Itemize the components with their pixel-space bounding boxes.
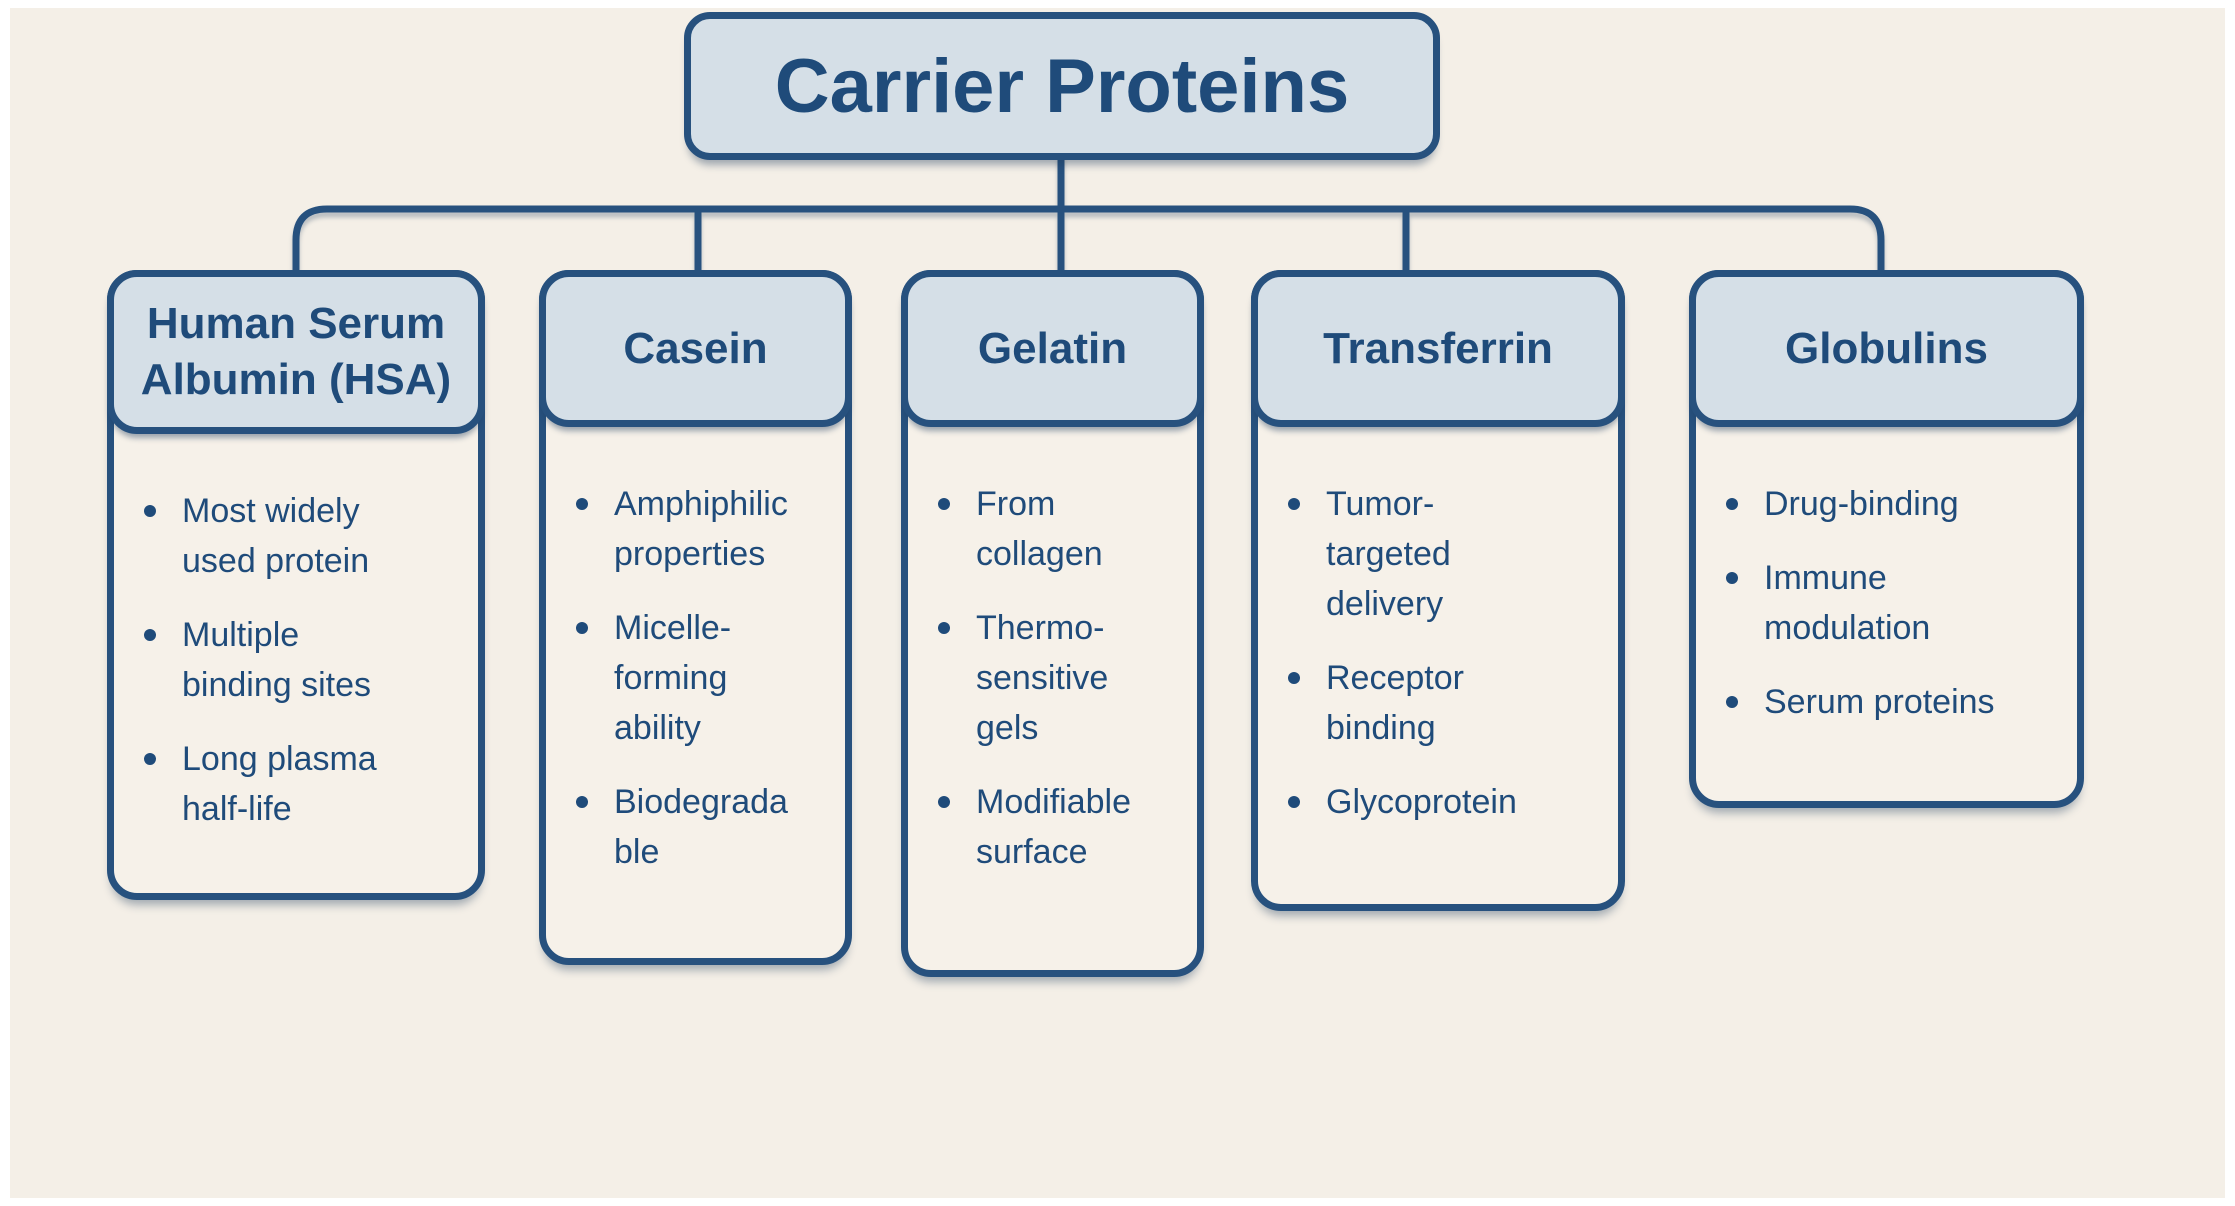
bullet-dot [1288,796,1300,808]
node-body: Tumor- targeted delivery Receptor bindin… [1258,427,1618,851]
bullet-list: From collagen Thermo- sensitive gels Mod… [936,479,1179,877]
node-gelatin: Gelatin From collagen Thermo- sensitive … [901,270,1204,977]
node-title: Casein [623,323,768,373]
bullet-item: Most widely used protein [142,486,460,586]
bullet-item: Multiple binding sites [142,610,460,710]
bullet-item: Tumor- targeted delivery [1286,479,1600,629]
node-transferrin: Transferrin Tumor- targeted delivery Rec… [1251,270,1625,911]
node-body: Most widely used protein Multiple bindin… [114,434,478,858]
node-header: Gelatin [901,270,1204,427]
bullet-text: Biodegrada ble [614,783,788,871]
node-globulins: Globulins Drug-binding Immune modulation… [1689,270,2084,808]
bullet-dot [144,505,156,517]
bullet-dot [576,622,588,634]
bullet-dot [1726,498,1738,510]
bullet-dot [144,753,156,765]
bullet-text: From collagen [976,485,1103,573]
bullet-text: Micelle- forming ability [614,609,732,747]
bullet-dot [144,629,156,641]
root-node-carrier-proteins: Carrier Proteins [684,12,1440,160]
bullet-item: Receptor binding [1286,653,1600,753]
node-body: From collagen Thermo- sensitive gels Mod… [908,427,1197,901]
bullet-item: Drug-binding [1724,479,2059,529]
bullet-text: Drug-binding [1764,485,1959,523]
connector-bus [292,205,1885,274]
bullet-dot [1288,498,1300,510]
node-casein: Casein Amphiphilic properties Micelle- f… [539,270,852,965]
bullet-list: Tumor- targeted delivery Receptor bindin… [1286,479,1600,827]
bullet-text: Long plasma half-life [182,740,377,828]
bullet-dot [938,622,950,634]
bullet-list: Amphiphilic properties Micelle- forming … [574,479,827,877]
node-title: Globulins [1785,323,1988,373]
bullet-item: Amphiphilic properties [574,479,827,579]
bullet-text: Thermo- sensitive gels [976,609,1109,747]
bullet-item: Micelle- forming ability [574,603,827,753]
bullet-dot [938,796,950,808]
bullet-text: Most widely used protein [182,492,370,580]
bullet-dot [938,498,950,510]
bullet-text: Glycoprotein [1326,783,1517,821]
bullet-text: Tumor- targeted delivery [1326,485,1451,623]
node-title: Gelatin [977,323,1128,373]
node-header: Transferrin [1251,270,1625,427]
bullet-dot [576,796,588,808]
bullet-text: Modifiable surface [976,783,1131,871]
node-body: Drug-binding Immune modulation Serum pro… [1696,427,2077,751]
bullet-dot [1288,672,1300,684]
bullet-item: Long plasma half-life [142,734,460,834]
bullet-list: Most widely used protein Multiple bindin… [142,486,460,834]
bullet-text: Receptor binding [1326,659,1464,747]
bullet-item: Modifiable surface [936,777,1179,877]
bullet-item: Serum proteins [1724,677,2059,727]
node-header: Globulins [1689,270,2084,427]
bullet-item: Thermo- sensitive gels [936,603,1179,753]
node-title: Human Serum Albumin (HSA) [140,299,452,404]
node-title: Transferrin [1323,323,1553,373]
bullet-list: Drug-binding Immune modulation Serum pro… [1724,479,2059,727]
node-header: Casein [539,270,852,427]
bullet-item: Biodegrada ble [574,777,827,877]
diagram-title: Carrier Proteins [774,43,1350,129]
bullet-item: Immune modulation [1724,553,2059,653]
node-header: Human Serum Albumin (HSA) [107,270,485,434]
bullet-text: Immune modulation [1764,559,1931,647]
bullet-dot [576,498,588,510]
bullet-item: Glycoprotein [1286,777,1600,827]
node-body: Amphiphilic properties Micelle- forming … [546,427,845,901]
bullet-dot [1726,696,1738,708]
bullet-text: Multiple binding sites [182,616,372,704]
bullet-text: Serum proteins [1764,683,1995,721]
bullet-text: Amphiphilic properties [614,485,788,573]
bullet-item: From collagen [936,479,1179,579]
node-human-serum-albumin: Human Serum Albumin (HSA) Most widely us… [107,270,485,900]
bullet-dot [1726,572,1738,584]
